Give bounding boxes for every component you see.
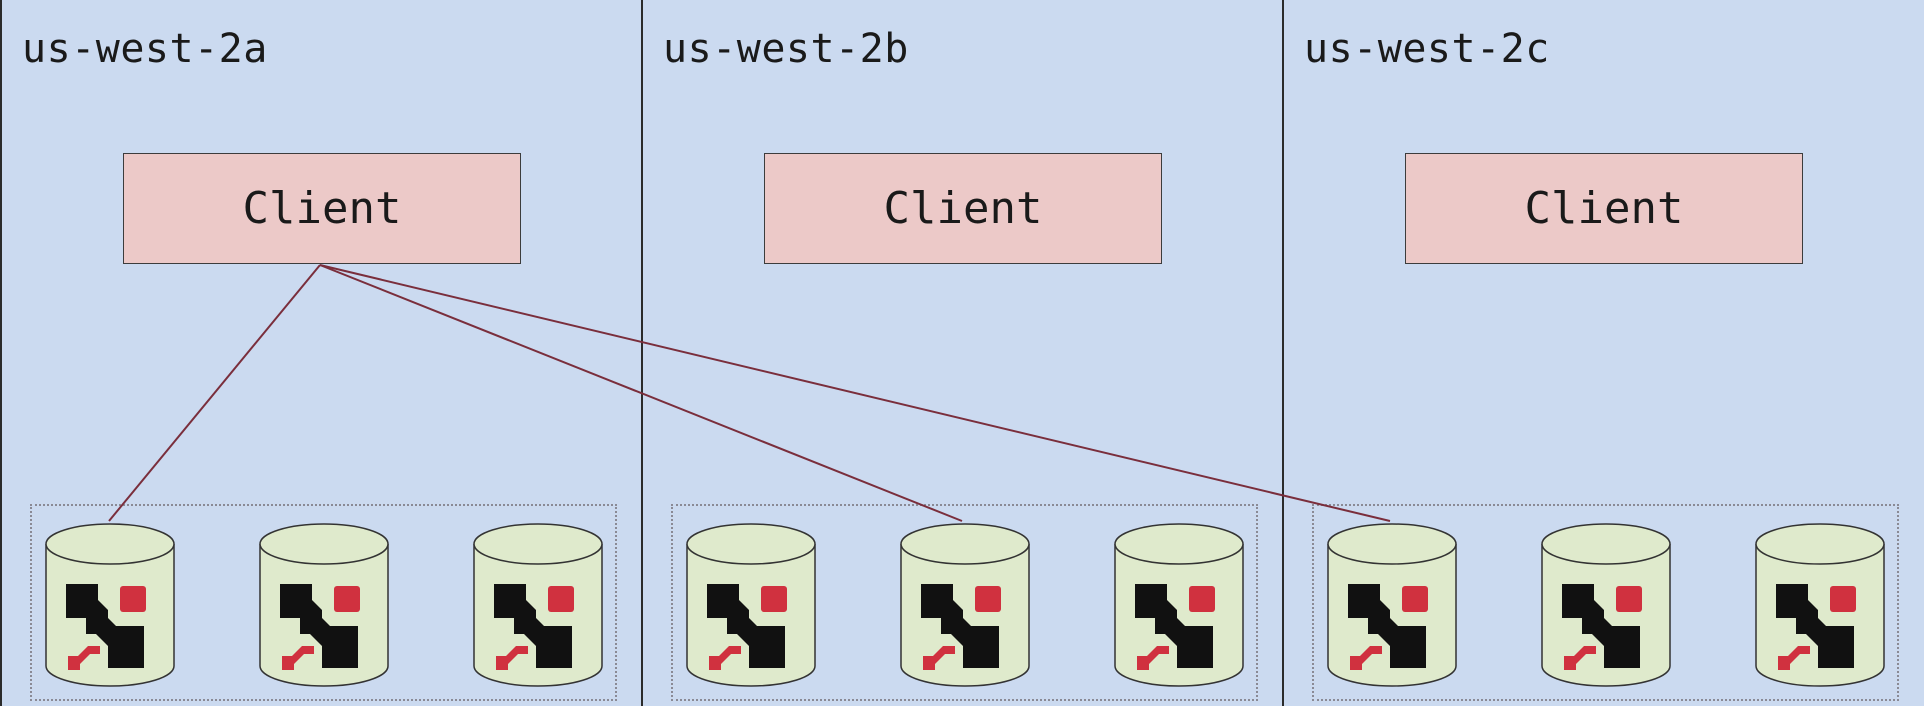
client-label: Client <box>883 183 1043 234</box>
zone-label: us-west-2a <box>22 26 268 72</box>
database-node-group <box>671 504 1258 701</box>
zone-label: us-west-2b <box>663 26 909 72</box>
database-node-icon <box>472 522 604 688</box>
database-node-group <box>1312 504 1899 701</box>
database-node-icon <box>44 522 176 688</box>
client-box: Client <box>1405 153 1803 264</box>
client-box: Client <box>123 153 521 264</box>
database-node-icon <box>258 522 390 688</box>
client-label: Client <box>242 183 402 234</box>
database-node-icon <box>1326 522 1458 688</box>
database-node-icon <box>899 522 1031 688</box>
zone-label: us-west-2c <box>1304 26 1550 72</box>
database-node-icon <box>1540 522 1672 688</box>
client-label: Client <box>1524 183 1684 234</box>
database-node-icon <box>1113 522 1245 688</box>
zone-us-west-2a: us-west-2a Client <box>0 0 642 706</box>
zone-us-west-2b: us-west-2b Client <box>641 0 1283 706</box>
database-node-group <box>30 504 617 701</box>
database-node-icon <box>685 522 817 688</box>
database-node-icon <box>1754 522 1886 688</box>
zone-us-west-2c: us-west-2c Client <box>1282 0 1924 706</box>
client-box: Client <box>764 153 1162 264</box>
